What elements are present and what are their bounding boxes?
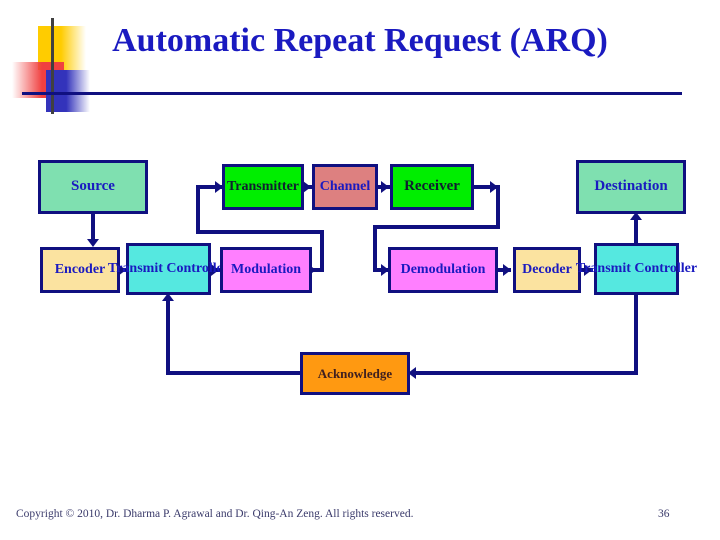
edge-receiver-demod-arrowhead-mid (490, 181, 498, 193)
edge-source-encoder-arrowhead (87, 239, 99, 247)
node-destination-label: Destination (594, 178, 668, 195)
node-transmitter[interactable]: Transmitter (222, 164, 304, 210)
decorative-logo (8, 18, 112, 114)
edge-modulation-transmitter-h1 (312, 268, 324, 272)
node-acknowledge[interactable]: Acknowledge (300, 352, 410, 395)
edge-decoder-txctrl-arrowhead (584, 264, 592, 276)
edge-txctrl-ack-h (412, 371, 638, 375)
logo-horizontal-line (22, 92, 682, 95)
footer-page-number: 36 (658, 508, 670, 520)
edge-ack-txctrl-h (166, 371, 302, 375)
edge-txctrl-destination-arrowhead (630, 212, 642, 220)
arq-block-diagram: Source Transmitter Channel Receiver Dest… (38, 160, 697, 395)
edge-channel-receiver-arrowhead (381, 181, 389, 193)
node-destination[interactable]: Destination (576, 160, 686, 214)
node-encoder-label: Encoder (54, 261, 106, 277)
node-source[interactable]: Source (38, 160, 148, 214)
node-acknowledge-label: Acknowledge (317, 365, 393, 381)
footer-copyright: Copyright © 2010, Dr. Dharma P. Agrawal … (16, 508, 414, 520)
node-demodulation[interactable]: Demodulation (388, 247, 498, 293)
edge-modulation-transmitter-h3 (196, 185, 222, 189)
node-receiver[interactable]: Receiver (390, 164, 474, 210)
edge-receiver-demod-h1 (474, 185, 500, 189)
edge-ack-txctrl-arrowhead (162, 293, 174, 301)
edge-txctrl-ack-arrowhead (408, 367, 416, 379)
node-channel[interactable]: Channel (312, 164, 378, 210)
node-transmitter-label: Transmitter (226, 178, 300, 194)
node-decoder-label: Decoder (522, 261, 572, 277)
edge-encoder-txctrl-arrowhead (118, 264, 126, 276)
node-encoder[interactable]: Encoder (40, 247, 120, 293)
node-transmit-controller-left-label: Transmit Controller (107, 260, 230, 276)
edge-modulation-transmitter-arrowhead (215, 181, 223, 193)
edge-modulation-transmitter-v2 (196, 185, 200, 232)
edge-txctrl-modulation-arrowhead (211, 264, 219, 276)
node-transmit-controller-left[interactable]: Transmit Controller (108, 243, 229, 295)
page-title: Automatic Repeat Request (ARQ) (112, 22, 608, 59)
edge-receiver-demod-v2 (373, 225, 377, 270)
edge-modulation-transmitter-arrowhead-mid (308, 264, 316, 276)
node-decoder[interactable]: Decoder (513, 247, 581, 293)
edge-ack-txctrl-v (166, 300, 170, 375)
edge-modulation-transmitter-h2 (196, 230, 324, 234)
edge-receiver-demod-h2 (373, 225, 500, 229)
edge-txctrl-ack-v (634, 295, 638, 375)
edge-txctrl-destination (634, 218, 638, 246)
edge-source-encoder (91, 214, 95, 242)
edge-transmitter-channel-arrowhead (303, 181, 311, 193)
edge-receiver-demod-arrowhead (381, 264, 389, 276)
node-transmit-controller-right-label: Transmit Controller (575, 260, 698, 276)
edge-modulation-transmitter-v1 (320, 230, 324, 270)
node-modulation-label: Modulation (230, 261, 301, 277)
node-demodulation-label: Demodulation (400, 261, 486, 277)
node-modulation[interactable]: Modulation (220, 247, 312, 293)
logo-vertical-line (51, 18, 54, 114)
edge-demod-decoder-arrowhead (503, 264, 511, 276)
edge-receiver-demod-v1 (496, 185, 500, 229)
node-receiver-label: Receiver (404, 178, 460, 195)
node-source-label: Source (71, 178, 115, 195)
node-transmit-controller-right[interactable]: Transmit Controller (576, 243, 697, 295)
node-channel-label: Channel (319, 178, 371, 194)
